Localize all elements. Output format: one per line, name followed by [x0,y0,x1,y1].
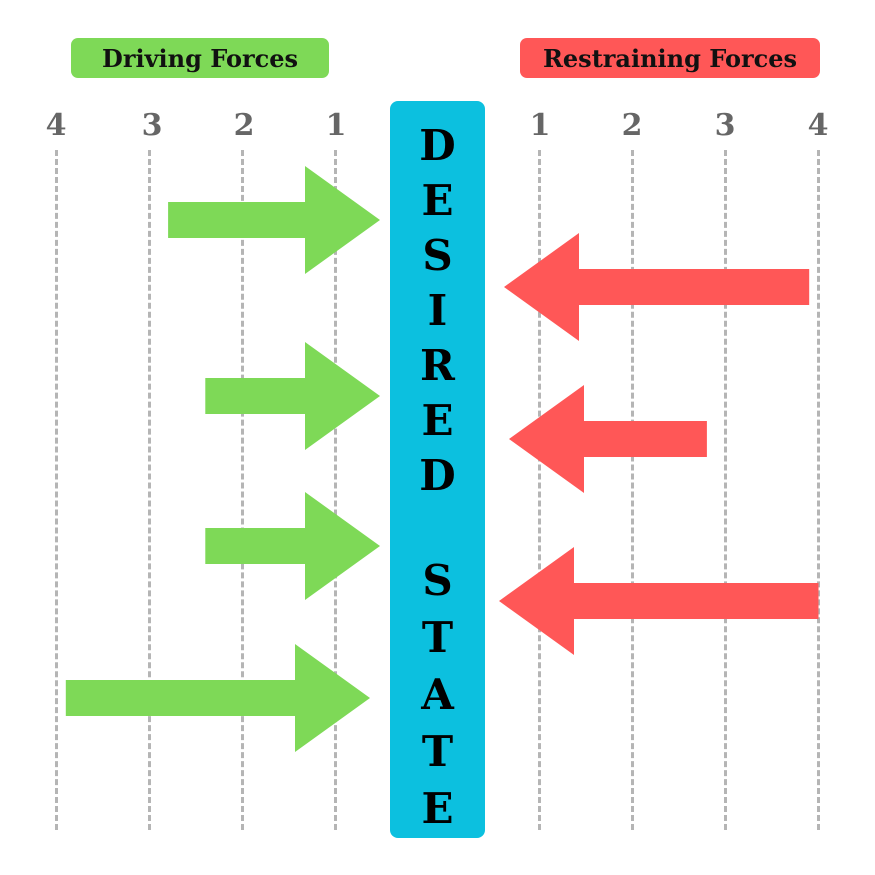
left-tick-4: 4 [45,108,67,143]
desired-state-letter: S [422,231,453,280]
driving-force-arrow [168,166,380,274]
right-gridline-4 [817,150,820,830]
left-tick-1: 1 [325,108,347,143]
left-gridline-2 [241,150,244,830]
left-gridline-4 [55,150,58,830]
driving-force-arrow [205,492,380,600]
desired-state-letter: T [421,613,454,662]
desired-state-bar [390,101,485,838]
right-tick-4: 4 [807,108,829,143]
right-tick-1: 1 [529,108,551,143]
left-gridline-3 [148,150,151,830]
desired-state-letter: D [419,451,456,500]
desired-state-letter: E [421,784,454,833]
right-gridline-3 [724,150,727,830]
desired-state-letter: D [419,121,456,170]
desired-state-letter: E [421,176,454,225]
left-gridline-1 [334,150,337,830]
restraining-force-arrow [509,385,707,493]
restraining-force-arrow [499,547,819,655]
right-tick-3: 3 [714,108,736,143]
driving-force-arrow [65,644,371,752]
desired-state-letter: E [421,396,454,445]
driving-forces-label: Driving Forces [71,38,329,78]
restraining-forces-label: Restraining Forces [520,38,820,78]
right-gridline-2 [631,150,634,830]
desired-state-letter: T [421,727,454,776]
right-tick-2: 2 [621,108,643,143]
right-gridline-1 [538,150,541,830]
left-tick-2: 2 [233,108,255,143]
desired-state-letter: R [420,341,455,390]
desired-state-letter: S [422,556,453,605]
driving-force-arrow [205,342,380,450]
restraining-force-arrow [504,233,810,341]
desired-state-letter: A [421,670,454,719]
left-tick-3: 3 [141,108,163,143]
desired-state-letter: I [427,286,448,335]
